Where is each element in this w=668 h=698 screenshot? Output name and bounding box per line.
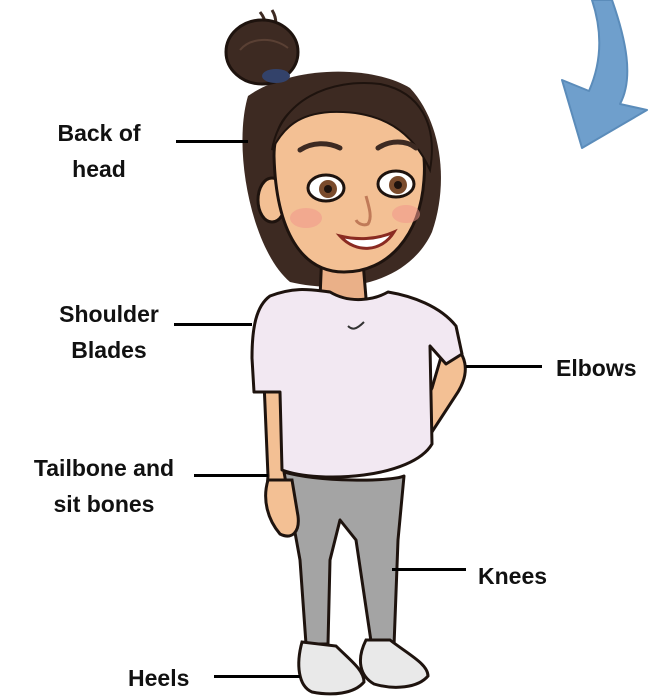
back-of-head-label-line2: head: [40, 151, 158, 187]
back-of-head-leader-line: [176, 140, 248, 143]
shoulder-blades-label-line1: Shoulder: [44, 296, 174, 332]
tailbone-leader-line: [194, 474, 268, 477]
leggings: [284, 472, 404, 648]
shoes: [299, 640, 428, 694]
tailbone-label-line2: sit bones: [12, 486, 196, 522]
elbows-label-text: Elbows: [556, 350, 666, 386]
shoulder-blades-label: Shoulder Blades: [44, 296, 174, 368]
elbows-leader-line: [466, 365, 542, 368]
heels-label: Heels: [128, 660, 208, 696]
heels-leader-line: [214, 675, 300, 678]
front-hand: [266, 480, 299, 536]
knees-label: Knees: [478, 558, 578, 594]
heels-label-text: Heels: [128, 660, 208, 696]
tailbone-label-line1: Tailbone and: [12, 450, 196, 486]
knees-leader-line: [392, 568, 466, 571]
knees-label-text: Knees: [478, 558, 578, 594]
elbows-label: Elbows: [556, 350, 666, 386]
shoulder-blades-leader-line: [174, 323, 252, 326]
back-of-head-label-line1: Back of: [40, 115, 158, 151]
shoulder-blades-label-line2: Blades: [44, 332, 174, 368]
hair-bun: [226, 10, 298, 84]
shirt: [252, 290, 462, 478]
back-of-head-label: Back of head: [40, 115, 158, 187]
tailbone-label: Tailbone and sit bones: [12, 450, 196, 522]
